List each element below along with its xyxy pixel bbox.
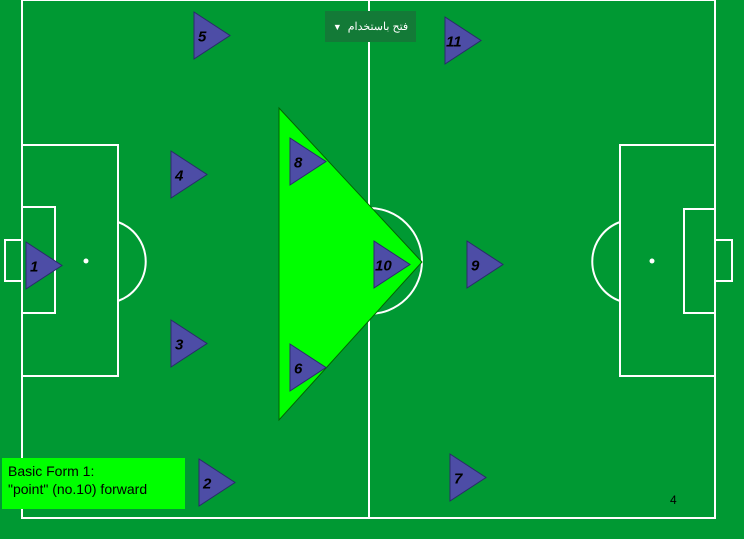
open-with-dropdown[interactable]: ▼ فتح باستخدام bbox=[325, 11, 416, 42]
player-triangle-2 bbox=[198, 458, 236, 507]
player-number-11: 11 bbox=[446, 34, 462, 51]
player-marker-2: 2 bbox=[198, 458, 236, 507]
player-triangle-9 bbox=[466, 240, 504, 289]
page-number: 4 bbox=[670, 493, 677, 507]
player-marker-1: 1 bbox=[25, 241, 63, 290]
player-number-8: 8 bbox=[294, 155, 303, 172]
left-penalty-arc bbox=[117, 221, 147, 302]
player-marker-11: 11 bbox=[444, 16, 482, 65]
right-goal bbox=[714, 239, 733, 282]
player-triangle-10 bbox=[373, 240, 411, 289]
player-marker-7: 7 bbox=[449, 453, 487, 502]
player-number-2: 2 bbox=[202, 476, 212, 493]
left-penalty-spot bbox=[83, 258, 89, 264]
player-triangle-3 bbox=[170, 319, 208, 368]
player-marker-3: 3 bbox=[170, 319, 208, 368]
player-number-3: 3 bbox=[175, 337, 184, 354]
player-number-9: 9 bbox=[471, 258, 480, 275]
player-marker-5: 5 bbox=[193, 11, 231, 60]
caption-line-2: "point" (no.10) forward bbox=[8, 481, 148, 497]
player-number-6: 6 bbox=[294, 361, 303, 378]
player-marker-4: 4 bbox=[170, 150, 208, 199]
right-penalty-spot bbox=[649, 258, 655, 264]
player-marker-9: 9 bbox=[466, 240, 504, 289]
caption-line-1: Basic Form 1: bbox=[8, 463, 95, 479]
player-number-10: 10 bbox=[375, 258, 392, 275]
chevron-down-icon: ▼ bbox=[332, 21, 342, 32]
player-triangle-6 bbox=[289, 343, 327, 392]
player-marker-6: 6 bbox=[289, 343, 327, 392]
open-with-label: فتح باستخدام bbox=[347, 21, 409, 33]
players-layer: 1 2 3 4 5 6 7 8 9 10 11 bbox=[25, 11, 504, 507]
player-marker-8: 8 bbox=[289, 137, 327, 186]
formation-triangle bbox=[278, 106, 423, 422]
right-penalty-arc bbox=[591, 221, 621, 302]
player-number-1: 1 bbox=[30, 259, 38, 276]
player-triangle-8 bbox=[289, 137, 327, 186]
player-marker-10: 10 bbox=[373, 240, 411, 289]
player-number-7: 7 bbox=[454, 471, 463, 488]
player-number-4: 4 bbox=[174, 168, 184, 185]
formation-caption: Basic Form 1: "point" (no.10) forward bbox=[2, 458, 185, 509]
player-triangle-7 bbox=[449, 453, 487, 502]
player-triangle-4 bbox=[170, 150, 208, 199]
player-number-5: 5 bbox=[198, 29, 207, 46]
player-triangle-11 bbox=[444, 16, 482, 65]
player-triangle-1 bbox=[25, 241, 63, 290]
left-goal bbox=[4, 239, 23, 282]
player-triangle-5 bbox=[193, 11, 231, 60]
